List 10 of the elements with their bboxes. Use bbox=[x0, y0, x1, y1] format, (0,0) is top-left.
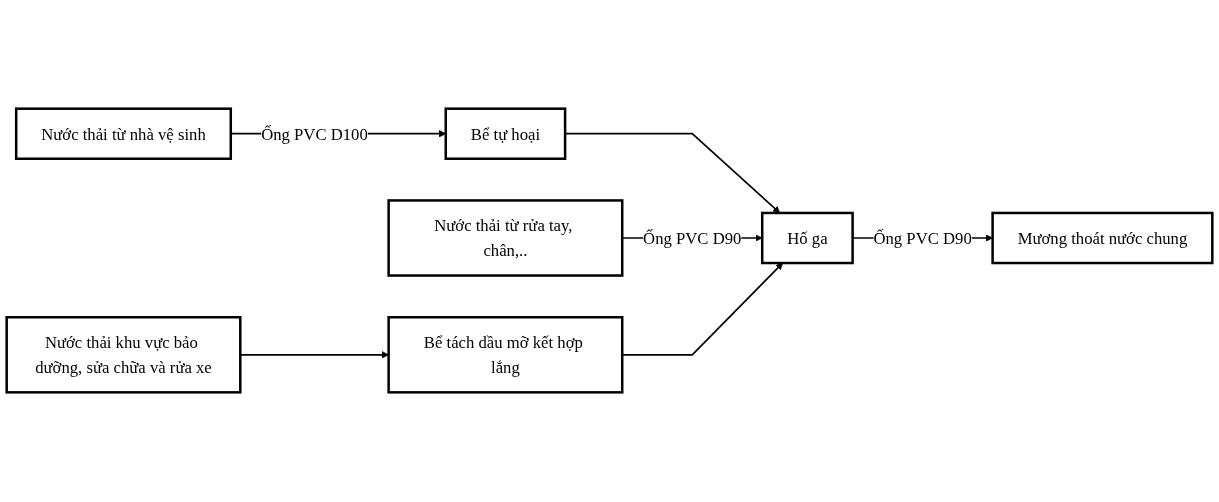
node-box: Nước thải khu vực bảo dưỡng, sửa chữa và rửa xe bbox=[5, 316, 242, 395]
edge-label: Ống PVC D100 bbox=[261, 125, 368, 144]
node-box: Bể tách dầu mỡ kết hợp lắng bbox=[387, 316, 624, 395]
node-box: Nước thải từ rửa tay, chân,.. bbox=[387, 199, 624, 278]
edge-label: Ống PVC D90 bbox=[643, 229, 742, 248]
node-box: Bể tự hoại bbox=[444, 107, 567, 161]
edge-label: Ống PVC D90 bbox=[873, 229, 972, 248]
node-box: Nước thải từ nhà vệ sinh bbox=[14, 107, 233, 161]
node-box: Mương thoát nước chung bbox=[991, 212, 1214, 265]
node-box: Hố ga bbox=[760, 212, 854, 265]
